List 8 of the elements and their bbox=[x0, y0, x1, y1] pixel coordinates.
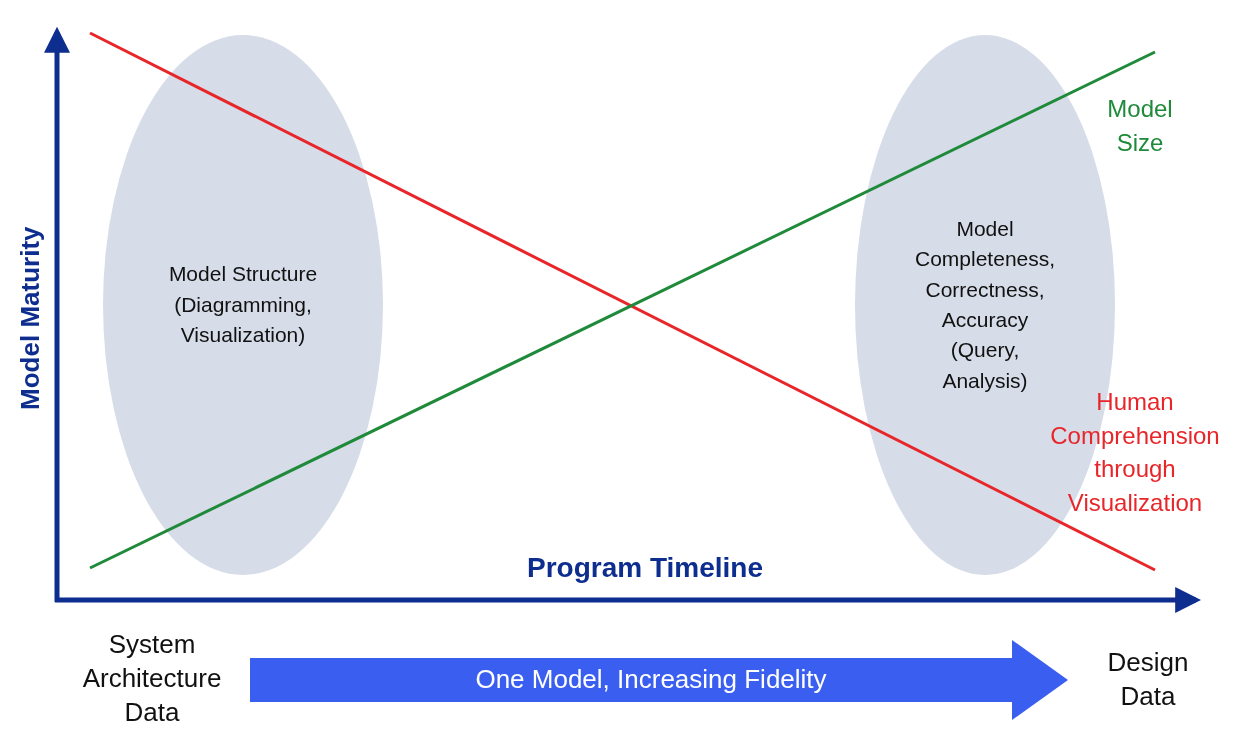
edge-label: One Model, Increasing Fidelity bbox=[474, 664, 828, 695]
stage-text: System Architecture Data bbox=[81, 628, 223, 729]
stage-text: Design Data bbox=[1106, 646, 1190, 713]
line-label: Model Size bbox=[1106, 94, 1174, 158]
region-text: Model Structure (Diagramming, Visualization) bbox=[168, 261, 318, 349]
block-arrow bbox=[250, 640, 1068, 720]
axis-title: Model Maturity bbox=[13, 225, 46, 412]
axis-title: Program Timeline bbox=[526, 551, 764, 585]
